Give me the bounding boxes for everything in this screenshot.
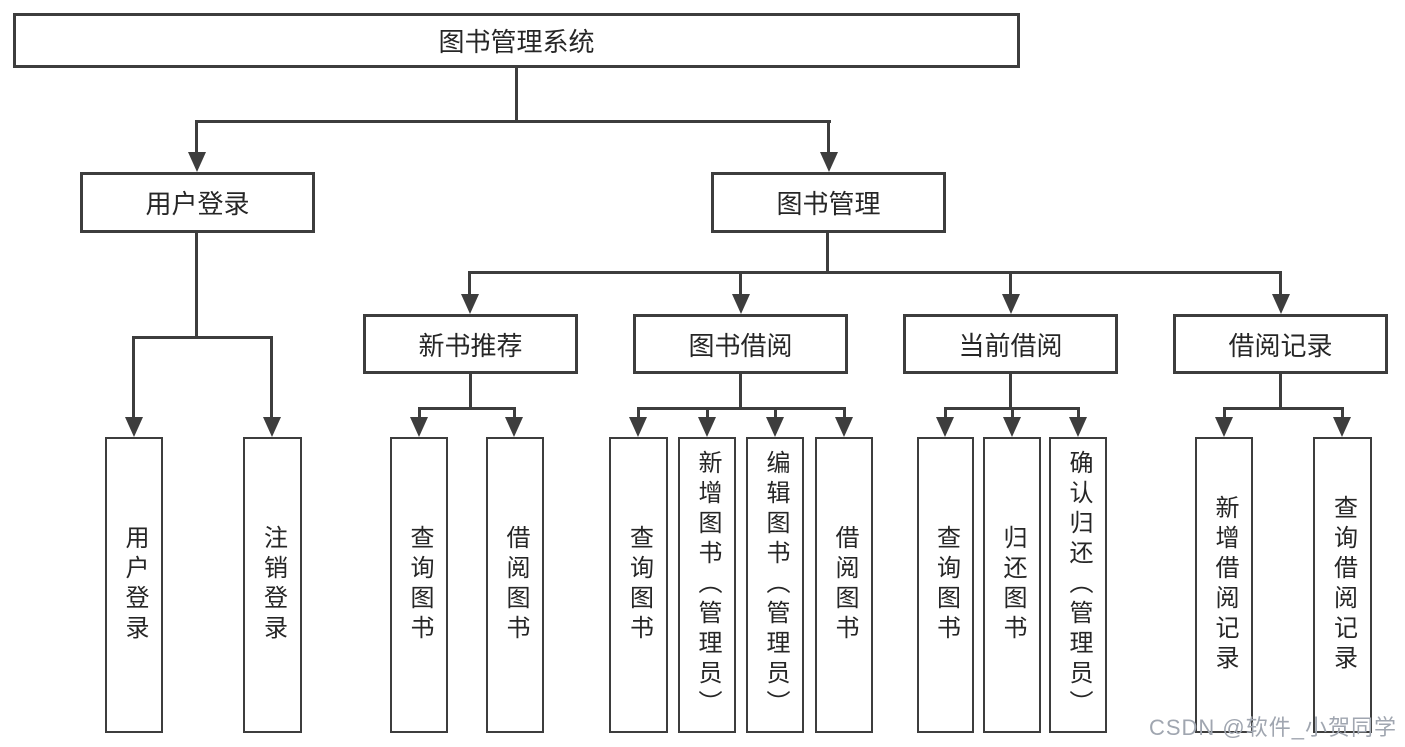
connector-line	[195, 120, 831, 123]
connector-line	[1341, 407, 1344, 419]
leaf-label: 用户登录	[121, 525, 148, 645]
leaf-borrow-books: 借阅图书	[815, 437, 873, 733]
leaf-borrow-books-recommend: 借阅图书	[486, 437, 544, 733]
arrow-down-icon	[1069, 417, 1087, 437]
leaf-label: 查询图书	[406, 525, 433, 645]
arrow-down-icon	[410, 417, 428, 437]
connector-line	[132, 336, 273, 339]
node-label: 当前借阅	[958, 330, 1063, 361]
leaf-label: 查询借阅记录	[1329, 495, 1357, 675]
connector-line	[513, 407, 516, 419]
node-label: 图书借阅	[688, 330, 793, 361]
leaf-add-borrow-record: 新增借阅记录	[1195, 437, 1253, 733]
leaf-label: 查询图书	[932, 525, 960, 645]
connector-line	[132, 336, 135, 419]
connector-line	[1009, 271, 1012, 296]
arrow-down-icon	[125, 417, 143, 437]
leaf-query-books-recommend: 查询图书	[390, 437, 448, 733]
arrow-down-icon	[1002, 294, 1020, 314]
node-label: 用户登录	[145, 189, 250, 219]
arrow-down-icon	[629, 417, 647, 437]
node-label: 图书管理	[776, 189, 881, 219]
node-root-label: 图书管理系统	[438, 27, 595, 57]
connector-line	[1011, 407, 1014, 419]
leaf-query-books-current: 查询图书	[917, 437, 974, 733]
node-user-login: 用户登录	[80, 172, 315, 233]
connector-line	[827, 120, 830, 154]
arrow-down-icon	[1272, 294, 1290, 314]
arrow-down-icon	[505, 417, 523, 437]
connector-line	[1223, 407, 1226, 419]
connector-line	[706, 407, 709, 419]
node-root: 图书管理系统	[13, 13, 1020, 68]
connector-line	[637, 407, 640, 419]
leaf-user-login: 用户登录	[105, 437, 163, 733]
arrow-down-icon	[766, 417, 784, 437]
connector-line	[468, 271, 1282, 274]
connector-line	[469, 372, 472, 409]
csdn-watermark: CSDN @软件_小贺同学	[1148, 715, 1397, 740]
leaf-logout: 注销登录	[243, 437, 302, 733]
connector-line	[270, 336, 273, 419]
leaf-label: 借阅图书	[502, 525, 529, 645]
leaf-confirm-return-admin: 确认归还（管理员）	[1049, 437, 1107, 733]
leaf-label: 编辑图书（管理员）	[762, 450, 789, 720]
connector-line	[195, 120, 198, 154]
connector-line	[515, 66, 518, 122]
connector-line	[1009, 372, 1012, 409]
connector-line	[195, 230, 198, 338]
arrow-down-icon	[1333, 417, 1351, 437]
connector-line	[1077, 407, 1080, 419]
leaf-label: 新增借阅记录	[1211, 495, 1238, 675]
leaf-label: 注销登录	[259, 525, 287, 645]
leaf-label: 借阅图书	[831, 525, 858, 645]
arrow-down-icon	[698, 417, 716, 437]
arrow-down-icon	[732, 294, 750, 314]
arrow-down-icon	[820, 152, 838, 172]
connector-line	[418, 407, 516, 410]
leaf-add-books-admin: 新增图书（管理员）	[678, 437, 736, 733]
arrow-down-icon	[835, 417, 853, 437]
arrow-down-icon	[1215, 417, 1233, 437]
leaf-label: 确认归还（管理员）	[1065, 450, 1092, 720]
connector-line	[637, 407, 845, 410]
connector-line	[826, 230, 829, 273]
arrow-down-icon	[461, 294, 479, 314]
leaf-label: 新增图书（管理员）	[694, 450, 721, 720]
node-book-management: 图书管理	[711, 172, 946, 233]
connector-line	[774, 407, 777, 419]
node-current-borrowing: 当前借阅	[903, 314, 1118, 374]
arrow-down-icon	[188, 152, 206, 172]
arrow-down-icon	[263, 417, 281, 437]
leaf-label: 查询图书	[625, 525, 653, 645]
connector-line	[739, 271, 742, 296]
leaf-query-books-borrow: 查询图书	[609, 437, 668, 733]
node-book-borrowing: 图书借阅	[633, 314, 848, 374]
connector-line	[944, 407, 947, 419]
connector-line	[1279, 372, 1282, 409]
leaf-return-books: 归还图书	[983, 437, 1041, 733]
leaf-label: 归还图书	[999, 525, 1026, 645]
leaf-query-borrow-record: 查询借阅记录	[1313, 437, 1372, 733]
connector-line	[739, 372, 742, 409]
leaf-edit-books-admin: 编辑图书（管理员）	[746, 437, 804, 733]
node-borrow-records: 借阅记录	[1173, 314, 1388, 374]
node-new-book-recommend: 新书推荐	[363, 314, 578, 374]
connector-line	[1223, 407, 1344, 410]
arrow-down-icon	[936, 417, 954, 437]
connector-line	[468, 271, 471, 296]
connector-line	[843, 407, 846, 419]
connector-line	[418, 407, 421, 419]
connector-line	[1279, 271, 1282, 296]
arrow-down-icon	[1003, 417, 1021, 437]
node-label: 借阅记录	[1228, 330, 1333, 361]
node-label: 新书推荐	[418, 330, 523, 361]
